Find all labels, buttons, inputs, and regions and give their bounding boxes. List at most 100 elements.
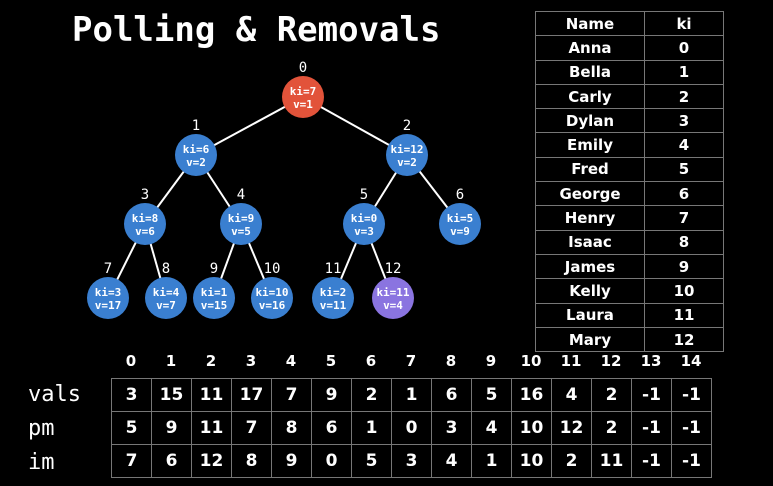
array-index-label: 3 <box>245 352 257 370</box>
array-cell: 7 <box>111 444 152 478</box>
heap-node-index: 12 <box>385 261 402 277</box>
heap-node: 9ki=1v=15 <box>193 261 235 319</box>
array-cell: -1 <box>631 444 672 478</box>
ki-cell: 9 <box>644 253 724 280</box>
ki-cell: 1 <box>644 59 724 85</box>
array-cell: 0 <box>391 411 432 445</box>
heap-node-value: v=17 <box>95 299 122 312</box>
heap-node-value: v=2 <box>186 156 206 169</box>
ki-cell: 2 <box>644 83 724 110</box>
heap-node: 3 ki=8v=6 <box>124 187 166 245</box>
heap-node-circle <box>124 203 166 245</box>
heap-node: 5ki=0v=3 <box>343 187 385 245</box>
heap-node-ki: ki=11 <box>376 286 409 299</box>
heap-node-value: v=9 <box>450 225 470 238</box>
array-cell: 3 <box>431 411 472 445</box>
heap-node-circle <box>220 203 262 245</box>
array-cell: 5 <box>111 411 152 445</box>
array-row-label: vals <box>28 382 81 407</box>
array-cell: 15 <box>151 378 192 412</box>
heap-node-circle <box>439 203 481 245</box>
heap-node-ki: ki=0 <box>351 212 378 225</box>
ki-cell: 4 <box>644 132 724 158</box>
heap-node-index: 9 <box>210 261 218 277</box>
array-cell: 6 <box>151 444 192 478</box>
heap-node-circle <box>251 277 293 319</box>
array-cell: 16 <box>511 378 552 412</box>
array-index-label: 7 <box>405 352 417 370</box>
heap-node-value: v=6 <box>135 225 155 238</box>
array-cell: 7 <box>271 378 312 412</box>
heap-node-value: v=11 <box>320 299 347 312</box>
heap-node-value: v=7 <box>156 299 176 312</box>
array-cell: 4 <box>471 411 512 445</box>
array-index-label: 4 <box>285 352 297 370</box>
heap-node: 1ki=6v=2 <box>175 118 217 176</box>
heap-node-ki: ki=3 <box>95 286 122 299</box>
array-index-label: 5 <box>325 352 337 370</box>
array-cell: 10 <box>511 444 552 478</box>
heap-node: 0ki=7v=1 <box>282 60 324 118</box>
array-cell: 8 <box>271 411 312 445</box>
heap-node-circle <box>87 277 129 319</box>
array-cell: 6 <box>431 378 472 412</box>
name-cell: Isaac <box>535 229 645 255</box>
name-cell: Carly <box>535 83 645 110</box>
heap-node-index: 2 <box>403 118 411 134</box>
array-row-label: im <box>28 450 55 475</box>
heap-node-value: v=2 <box>397 156 417 169</box>
array-cell: -1 <box>631 378 672 412</box>
ki-cell: 12 <box>644 326 724 353</box>
array-index-label: 9 <box>485 352 497 370</box>
name-table-header-row: Name ki <box>535 10 724 37</box>
heap-node-ki: ki=8 <box>132 212 159 225</box>
heap-node-index: 3 <box>141 187 149 203</box>
name-cell: Kelly <box>535 278 645 304</box>
ki-cell: 11 <box>644 302 724 328</box>
name-cell: Fred <box>535 156 645 183</box>
array-cell: 11 <box>191 411 232 445</box>
heap-node-circle <box>386 134 428 176</box>
name-column-header: Name <box>535 10 645 37</box>
ki-cell: 5 <box>644 156 724 183</box>
array-cell: 10 <box>511 411 552 445</box>
heap-node-circle <box>282 76 324 118</box>
page-title: Polling & Removals <box>72 10 441 50</box>
array-cell: 6 <box>311 411 352 445</box>
name-cell: Mary <box>535 326 645 353</box>
array-cell: 12 <box>191 444 232 478</box>
ki-cell: 10 <box>644 278 724 304</box>
name-cell: Dylan <box>535 108 645 134</box>
heap-node-index: 10 <box>264 261 281 277</box>
name-cell: James <box>535 253 645 280</box>
heap-node-ki: ki=2 <box>320 286 347 299</box>
array-cell: 2 <box>591 378 632 412</box>
heap-node-circle <box>312 277 354 319</box>
array-cell: 9 <box>311 378 352 412</box>
array-index-label: 12 <box>600 352 622 370</box>
heap-node-value: v=5 <box>231 225 251 238</box>
heap-node-ki: ki=1 <box>201 286 228 299</box>
heap-node-ki: ki=7 <box>290 85 317 98</box>
heap-node-index: 1 <box>192 118 200 134</box>
heap-node-circle <box>193 277 235 319</box>
heap-node-ki: ki=10 <box>255 286 288 299</box>
array-cell: 0 <box>311 444 352 478</box>
heap-node-circle <box>145 277 187 319</box>
tree-nodes: 0ki=7v=11ki=6v=22ki=12v=23ki=8v=64ki=9v=… <box>87 60 481 319</box>
array-cell: 9 <box>271 444 312 478</box>
array-index-label: 0 <box>125 352 137 370</box>
